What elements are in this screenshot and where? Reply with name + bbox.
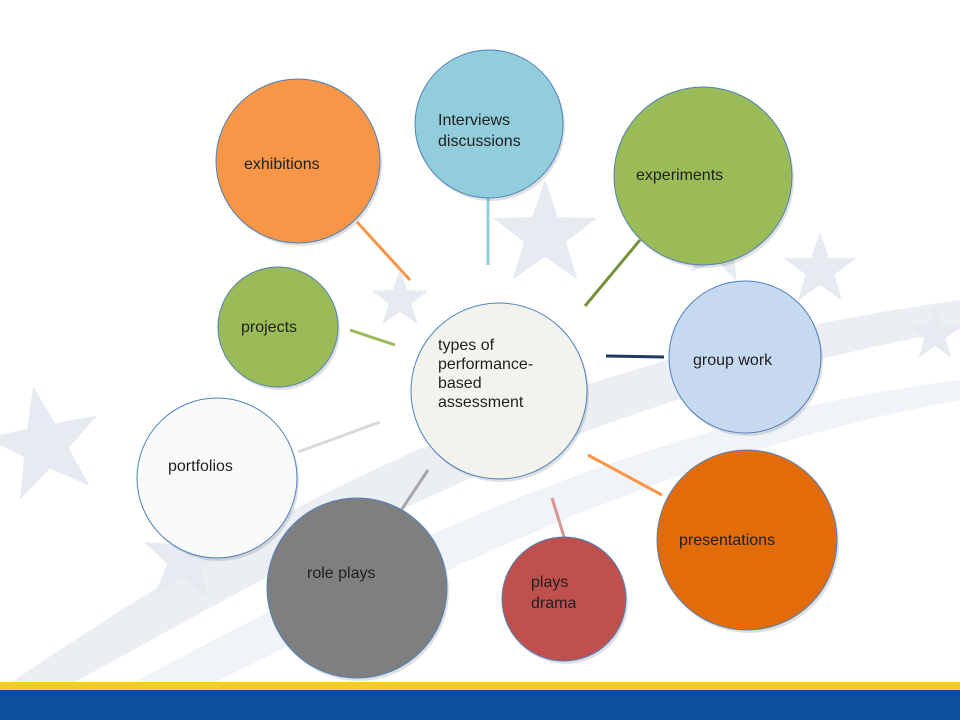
node-label-plays-drama: plays — [531, 574, 568, 591]
node-circle-presentations — [656, 449, 838, 631]
connector-exhibitions — [355, 220, 412, 282]
node-circle-center — [410, 302, 588, 480]
node-label-center: performance- — [438, 356, 533, 373]
node-circle-experiments — [613, 86, 793, 266]
node-role-plays: role plays — [266, 497, 449, 681]
background-star — [371, 270, 429, 325]
connector-portfolios — [297, 420, 381, 454]
footer-blue-bar — [0, 690, 960, 720]
background-star — [783, 232, 857, 301]
node-experiments: experiments — [613, 86, 794, 268]
node-label-interviews: discussions — [438, 133, 521, 150]
node-plays-drama: plays drama — [501, 536, 628, 664]
node-label-group-work: group work — [693, 352, 773, 369]
connector-projects — [349, 328, 396, 347]
connector-experiments — [583, 239, 642, 307]
node-label-center: based — [438, 375, 482, 392]
footer-yellow-stripe — [0, 682, 960, 690]
node-label-projects: projects — [241, 319, 297, 336]
node-circle-interviews — [414, 49, 564, 199]
node-circle-role-plays — [266, 497, 448, 679]
node-circle-exhibitions — [215, 78, 381, 244]
connectors — [297, 198, 665, 541]
node-label-plays-drama: drama — [531, 595, 576, 612]
node-center: types of performance-based assessment — [410, 302, 589, 482]
background-swoosh — [0, 300, 960, 690]
node-group-work: group work — [668, 280, 823, 436]
node-circle-projects — [217, 266, 339, 388]
node-label-portfolios: portfolios — [168, 458, 233, 475]
node-label-experiments: experiments — [636, 167, 723, 184]
node-label-role-plays: role plays — [307, 565, 375, 582]
node-label-center: types of — [438, 337, 495, 354]
node-portfolios: portfolios — [136, 397, 299, 561]
node-label-interviews: Interviews — [438, 112, 510, 129]
node-interviews: Interviews discussions — [414, 49, 565, 201]
node-label-presentations: presentations — [679, 532, 775, 549]
background-star — [143, 515, 229, 599]
connector-role-plays — [396, 469, 430, 516]
node-exhibitions: exhibitions — [215, 78, 382, 246]
background-star — [492, 180, 598, 280]
connector-plays-drama — [550, 497, 567, 541]
connector-presentations — [587, 453, 663, 497]
node-circle-plays-drama — [501, 536, 627, 662]
node-circle-group-work — [668, 280, 822, 434]
node-circle-portfolios — [136, 397, 298, 559]
node-label-center: assessment — [438, 394, 524, 411]
nodes: types of performance-based assessment exhib… — [136, 49, 839, 681]
connector-group-work — [605, 354, 665, 359]
node-label-exhibitions: exhibitions — [244, 156, 320, 173]
node-projects: projects — [217, 266, 340, 390]
background-star — [0, 386, 98, 500]
node-presentations: presentations — [656, 449, 839, 633]
